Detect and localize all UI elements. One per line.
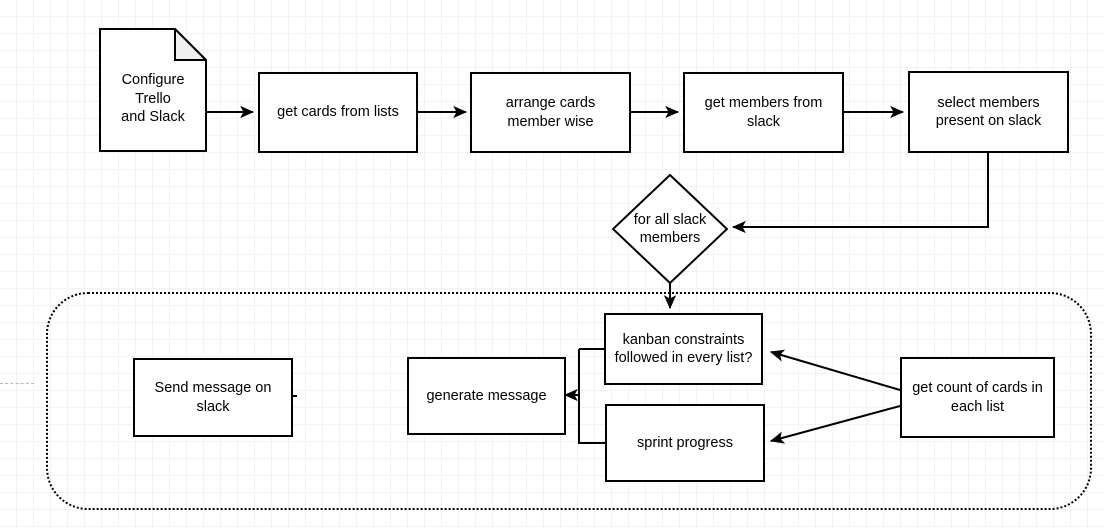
node-get-count-of-cards[interactable]: get count of cards in each list: [900, 357, 1055, 438]
node-generate-message[interactable]: generate message: [407, 357, 566, 435]
node-label: Configure Trello and Slack: [121, 71, 185, 126]
diamond-shape-icon: [612, 174, 728, 284]
node-configure-trello-and-slack[interactable]: Configure Trello and Slack: [99, 28, 207, 152]
node-label: get cards from lists: [277, 104, 399, 121]
node-kanban-constraints[interactable]: kanban constraints followed in every lis…: [604, 313, 763, 385]
document-shape-icon: [99, 28, 207, 152]
node-label: select members present on slack: [935, 94, 1042, 129]
node-label: get count of cards in each list: [912, 380, 1043, 415]
node-for-all-slack-members[interactable]: for all slack members: [612, 174, 728, 284]
node-get-members-from-slack[interactable]: get members from slack: [683, 72, 844, 153]
node-label: arrange cards member wise: [505, 95, 596, 130]
edge-kanban-to-generate-message: [563, 349, 580, 402]
node-get-cards-from-lists[interactable]: get cards from lists: [258, 72, 418, 153]
edge-select-members-to-decision: [731, 153, 989, 234]
page-guide-line: [0, 383, 34, 384]
edge-sprint-stub: [578, 396, 605, 444]
node-label: generate message: [426, 387, 547, 404]
node-label: Send message on slack: [154, 380, 272, 415]
node-label: get members from slack: [704, 95, 823, 130]
node-label: kanban constraints followed in every lis…: [614, 331, 753, 366]
loop-body-group: [46, 292, 1092, 510]
node-select-members-present-on-slack[interactable]: select members present on slack: [908, 71, 1069, 153]
node-send-message-on-slack[interactable]: Send message on slack: [133, 358, 293, 437]
node-arrange-cards-member-wise[interactable]: arrange cards member wise: [470, 72, 631, 153]
node-sprint-progress[interactable]: sprint progress: [605, 404, 765, 482]
node-label: sprint progress: [637, 434, 733, 451]
node-label: for all slack members: [633, 211, 707, 246]
edge-count-to-sprint: [769, 405, 901, 444]
edge-count-to-kanban: [769, 349, 901, 391]
